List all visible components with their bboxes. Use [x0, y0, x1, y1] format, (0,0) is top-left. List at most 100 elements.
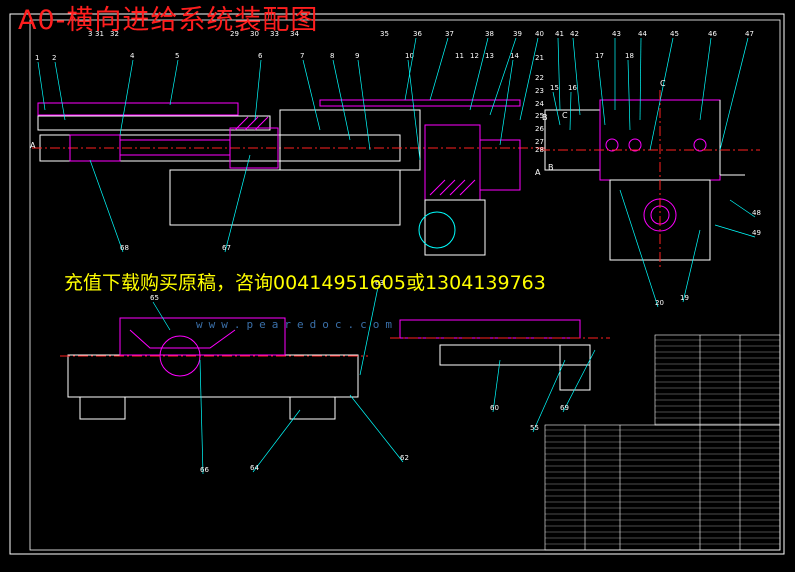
part-number-label: 23	[535, 87, 544, 95]
part-number-label: 3	[88, 30, 92, 38]
part-number-label: 8	[330, 52, 334, 60]
part-number-label: 47	[745, 30, 754, 38]
motor-mount	[424, 199, 486, 256]
leader-line	[572, 37, 581, 116]
part-number-label: 26	[535, 125, 544, 133]
leader-line	[639, 37, 642, 121]
section-marker: A	[535, 168, 541, 177]
leader-line	[552, 91, 561, 126]
leader-line	[729, 199, 756, 218]
part-number-label: 17	[595, 52, 604, 60]
drawing-title: A0-横向进给系统装配图	[18, 5, 319, 36]
side-view	[540, 90, 760, 270]
leader-line	[119, 59, 134, 136]
section-marker: C	[660, 79, 666, 88]
part-number-label: 31	[95, 30, 104, 38]
screw-view	[390, 319, 610, 391]
part-number-label: 15	[550, 84, 559, 92]
motor-circle	[418, 211, 456, 249]
part-number-label: 22	[535, 74, 544, 82]
leader-line	[224, 154, 251, 253]
leader-line	[89, 159, 124, 253]
leader-line	[682, 229, 701, 303]
part-number-label: 42	[570, 30, 579, 38]
leader-line	[152, 301, 171, 331]
part-number-label: 33	[270, 30, 279, 38]
section-view	[60, 317, 368, 420]
part-number-label: 39	[513, 30, 522, 38]
part-number-label: 9	[355, 52, 359, 60]
section-marker: B	[548, 163, 554, 172]
part-number-label: 48	[752, 209, 761, 217]
part-number-label: 67	[222, 244, 231, 252]
leader-line	[469, 37, 489, 111]
part-number-label: 12	[470, 52, 479, 60]
leader-line	[169, 59, 179, 106]
part-number-label: 49	[752, 229, 761, 237]
section-marker: A	[30, 141, 36, 150]
leader-line	[597, 59, 606, 126]
leader-line	[37, 61, 46, 111]
part-number-label: 10	[405, 52, 414, 60]
title-block	[544, 334, 781, 551]
part-number-label: 62	[400, 454, 409, 462]
leader-line	[719, 37, 749, 151]
part-number-label: 35	[380, 30, 389, 38]
part-number-label: 64	[250, 464, 259, 472]
part-number-label: 45	[670, 30, 679, 38]
watermark: www.pearedoc.com	[196, 318, 398, 331]
leader-line	[407, 59, 421, 161]
part-number-label: 46	[708, 30, 717, 38]
part-number-label: 32	[110, 30, 119, 38]
leader-line	[557, 37, 561, 111]
leader-line	[499, 59, 514, 146]
part-number-label: 25	[535, 112, 544, 120]
part-number-label: 20	[655, 299, 664, 307]
leader-line	[627, 59, 631, 131]
part-number-label: 69	[560, 404, 569, 412]
part-number-label: 5	[175, 52, 179, 60]
leader-line	[254, 59, 262, 121]
part-number-label: 55	[530, 424, 539, 432]
part-number-label: 68	[120, 244, 129, 252]
gearbox-right	[479, 139, 521, 191]
part-number-label: 40	[535, 30, 544, 38]
leader-line	[619, 189, 659, 308]
part-number-label: 34	[290, 30, 299, 38]
part-number-label: 60	[490, 404, 499, 412]
leader-line	[429, 37, 449, 101]
bom-rows	[545, 339, 780, 545]
saddle-block	[169, 169, 401, 226]
part-number-label: 11	[455, 52, 464, 60]
leader-line	[302, 59, 321, 131]
gearbox-left	[424, 124, 481, 201]
leader-line	[359, 286, 379, 376]
top-rail	[319, 99, 521, 107]
part-number-label: 28	[535, 146, 544, 154]
part-number-label: 7	[300, 52, 304, 60]
leader-line	[404, 37, 417, 101]
part-number-label: 21	[535, 54, 544, 62]
part-number-label: 30	[250, 30, 259, 38]
part-number-label: 38	[485, 30, 494, 38]
part-number-label: 43	[612, 30, 621, 38]
outer-frame	[9, 13, 785, 555]
leader-line	[492, 359, 501, 413]
housing-body	[37, 115, 271, 131]
leader-line	[699, 37, 712, 121]
leader-line	[199, 359, 204, 475]
inner-frame	[29, 19, 781, 551]
part-number-label: 65	[150, 294, 159, 302]
part-number-label: 13	[485, 52, 494, 60]
part-number-label: 27	[535, 138, 544, 146]
part-number-label: 44	[638, 30, 647, 38]
leader-line	[332, 59, 351, 141]
part-number-label: 19	[680, 294, 689, 302]
leader-line	[532, 359, 566, 433]
section-marker: B	[542, 113, 548, 122]
leader-line	[714, 224, 756, 238]
part-number-label: 2	[52, 54, 56, 62]
